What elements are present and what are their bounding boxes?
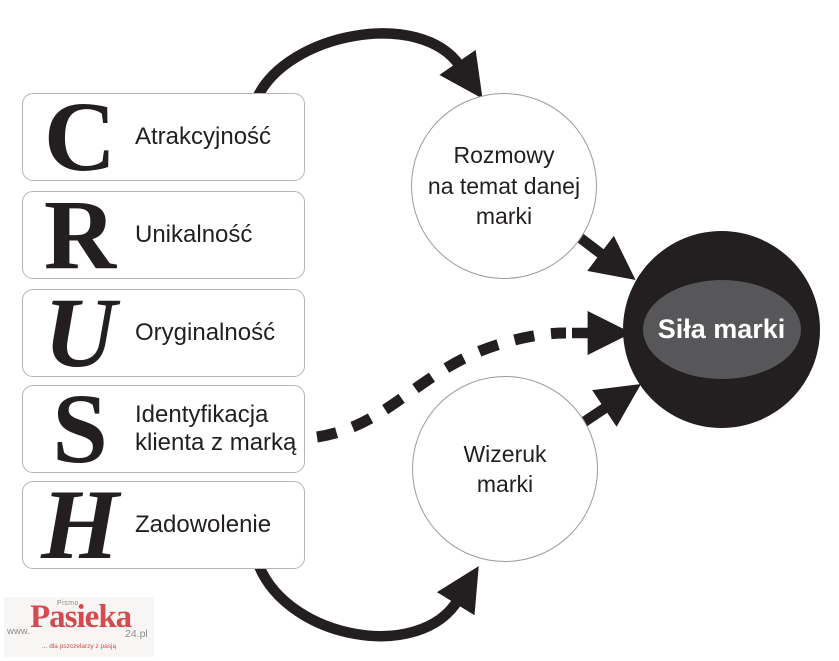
crush-label-s: Identyfikacja klienta z marką xyxy=(135,401,297,456)
crush-letter-c: C xyxy=(43,81,116,192)
arrow-c-to-conversations xyxy=(252,28,483,101)
crush-box-r: R Unikalność xyxy=(22,179,305,290)
pasieka-logo[interactable]: Pismo www. Pasieka 24.pl ... dla pszczel… xyxy=(4,597,154,657)
crush-label-u: Oryginalność xyxy=(135,319,276,347)
arrow-h-to-image xyxy=(254,563,479,642)
crush-box-h: H Zadowolenie xyxy=(22,469,305,580)
node-brand-conversations: Rozmowy na temat danej marki xyxy=(411,93,597,279)
logo-suffix: 24.pl xyxy=(125,628,148,640)
crush-box-c: C Atrakcyjność xyxy=(22,81,305,192)
crush-label-c: Atrakcyjność xyxy=(135,123,272,151)
crush-box-s: S Identyfikacja klienta z marką xyxy=(22,373,305,484)
logo-name: Pasieka xyxy=(30,599,132,635)
crush-label-r: Unikalność xyxy=(135,221,253,249)
crush-letter-h: H xyxy=(41,469,119,580)
crush-label-h: Zadowolenie xyxy=(135,511,272,539)
crush-letter-s: S xyxy=(52,373,108,484)
node-conversations-label: Rozmowy na temat danej marki xyxy=(427,142,581,230)
crush-letter-u: U xyxy=(43,277,116,388)
arrow-conversations-to-strength xyxy=(575,232,636,281)
logo-www: www. xyxy=(7,626,30,637)
brand-strength-ellipse: Siła marki xyxy=(642,280,801,379)
crush-box-u: U Oryginalność xyxy=(22,277,305,388)
logo-tagline: ... dla pszczelarzy z pasją xyxy=(42,643,117,650)
node-brand-strength: Siła marki xyxy=(623,231,820,428)
crush-letter-r: R xyxy=(43,179,116,290)
node-brand-image: Wizeruk marki xyxy=(412,376,598,562)
node-image-label: Wizeruk marki xyxy=(463,440,547,497)
arrow-image-to-strength xyxy=(581,383,642,427)
brand-strength-label: Siła marki xyxy=(657,314,786,344)
logo-kicker: Pismo xyxy=(57,600,79,607)
